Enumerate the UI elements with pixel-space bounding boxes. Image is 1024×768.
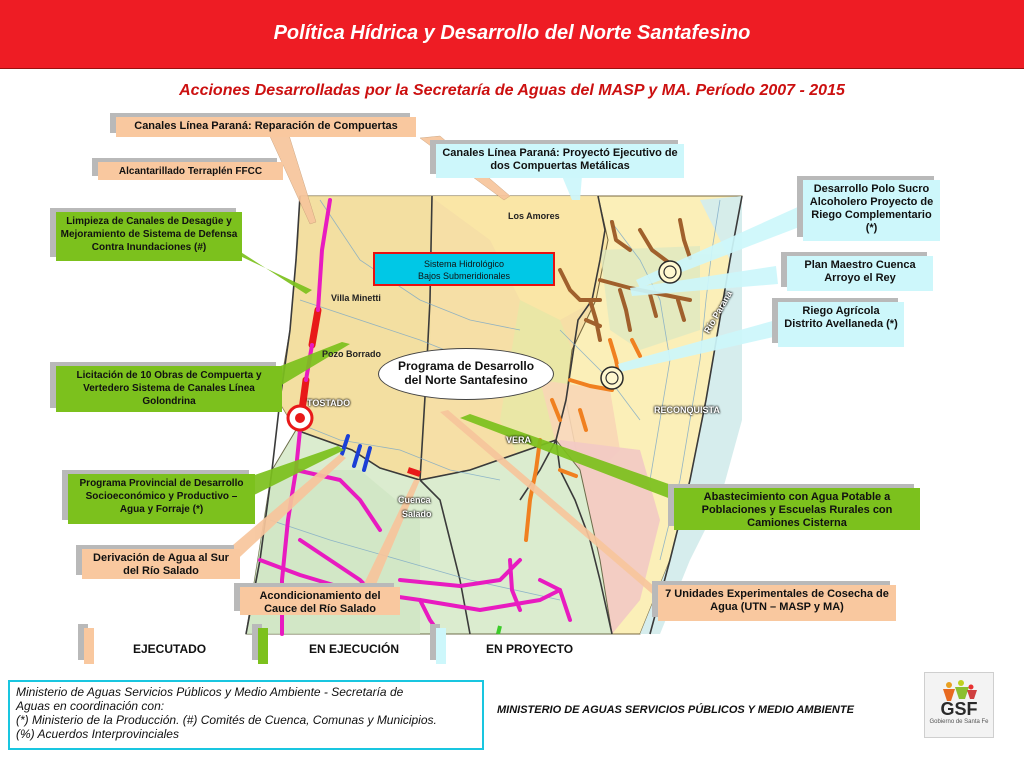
callout-acondicionamiento: Acondicionamiento del Cauce del Río Sala… [240,587,400,615]
target-markers [286,260,682,432]
callout-alcantarillado: Alcantarillado Terraplén FFCC [98,162,283,180]
legend-ejecutado: EJECUTADO [133,642,207,656]
legend-swatch-en-ejecucion [258,628,268,664]
programa-line-1: Programa de Desarrollo [397,359,535,373]
place-villa-minetti: Villa Minetti [331,293,381,303]
page-title: Política Hídrica y Desarrollo del Norte … [273,22,751,44]
title-bar: Política Hídrica y Desarrollo del Norte … [0,0,1024,69]
place-salado: Salado [402,509,432,519]
callout-desarrollo-polo: Desarrollo Polo Sucro Alcoholero Proyect… [803,180,940,241]
logo-figures-icon [943,680,977,701]
page-subtitle: Acciones Desarrolladas por la Secretaría… [179,82,845,99]
sistema-hidrologico-box: Sistema Hidrológico Bajos Submeridionale… [373,252,555,286]
place-los-amores: Los Amores [508,211,560,221]
callout-unidades: 7 Unidades Experimentales de Cosecha de … [658,585,896,621]
legend-en-ejecucion: EN EJECUCIÓN [309,642,400,656]
sistema-line-1: Sistema Hidrológico [423,259,505,269]
programa-desarrollo-ellipse: Programa de Desarrollo del Norte Santafe… [378,348,554,400]
footer-line-1: Ministerio de Aguas Servicios Públicos y… [16,685,404,699]
callout-riego-agricola: Riego Agrícola Distrito Avellaneda (*) [778,302,904,347]
logo-text: GSF [940,699,978,719]
place-tostado: TOSTADO [307,398,351,408]
canal-green-stub [496,625,502,635]
canals-blue [340,434,372,472]
place-cuenca: Cuenca [398,495,431,505]
callout-limpieza: Limpieza de Canales de Desagüe y Mejoram… [56,212,242,261]
place-pozo-borrado: Pozo Borrado [322,349,382,359]
footer-line-4: (%) Acuerdos Interprovinciales [16,727,179,741]
callout-derivacion: Derivación de Agua al Sur del Río Salado [82,549,240,579]
callout-programa-provincial: Programa Provincial de Desarrollo Socioe… [68,474,255,524]
footer-line-2: Aguas en coordinación con: [16,699,165,713]
place-reconquista: RECONQUISTA [654,405,720,415]
callout-canales-proyecto: Canales Línea Paraná: Proyectó Ejecutivo… [436,144,684,178]
programa-line-2: del Norte Santafesino [404,373,528,387]
canal-red-segment [407,467,421,477]
place-vera: VERA [506,435,532,445]
legend-en-proyecto: EN PROYECTO [486,642,574,656]
callout-abastecimiento: Abastecimiento con Agua Potable a Poblac… [674,488,920,530]
callout-plan-maestro: Plan Maestro Cuenca Arroyo el Rey [787,256,933,291]
logo-subtext: Gobierno de Santa Fe [929,719,989,725]
sistema-line-2: Bajos Submeridionales [417,271,511,281]
footer-line-3: (*) Ministerio de la Producción. (#) Com… [16,713,437,727]
legend-swatch-en-proyecto [436,628,446,664]
callout-licitacion: Licitación de 10 Obras de Compuerta y Ve… [56,366,282,412]
footer-note-box: Ministerio de Aguas Servicios Públicos y… [8,680,484,750]
callout-canales-reparacion: Canales Línea Paraná: Reparación de Comp… [116,117,416,137]
legend-swatch-ejecutado [84,628,94,664]
gsf-logo: GSF Gobierno de Santa Fe [924,672,994,738]
ministerio-label: MINISTERIO DE AGUAS SERVICIOS PÚBLICOS Y… [497,704,854,716]
